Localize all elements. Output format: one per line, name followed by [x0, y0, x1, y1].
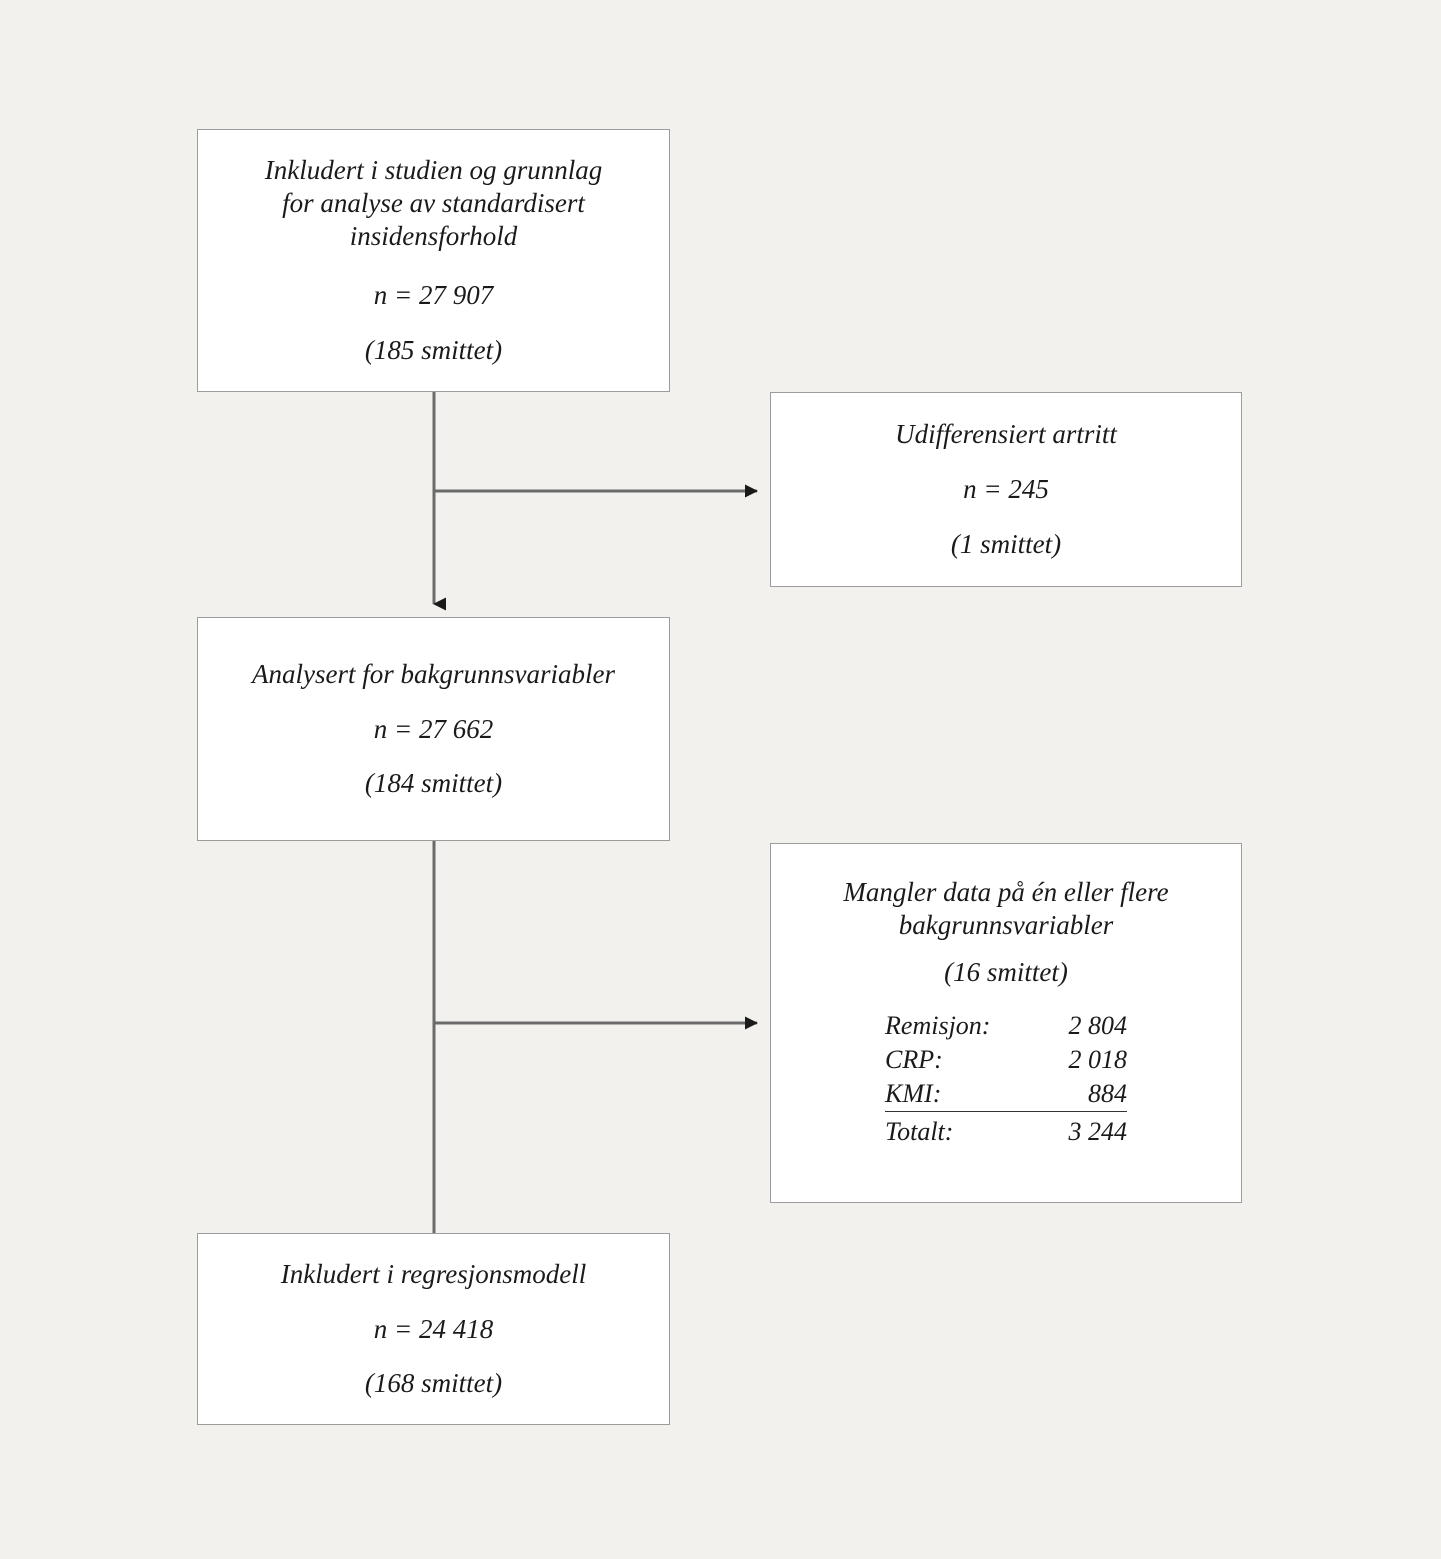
node-included-regression-model: Inkludert i regresjonsmodell n = 24 418 … — [197, 1233, 670, 1425]
table-row: Remisjon: 2 804 — [885, 1009, 1127, 1043]
missing-total-label: Totalt: — [885, 1110, 1069, 1149]
node-analysed-background-variables: Analysert for bakgrunnsvariabler n = 27 … — [197, 617, 670, 841]
missing-row-label: CRP: — [885, 1044, 943, 1074]
node-missing-data: Mangler data på én eller flere bakgrunns… — [770, 843, 1242, 1203]
missing-row-value: 884 — [1087, 1078, 1127, 1108]
node-included-infected: (185 smittet) — [364, 334, 503, 365]
missing-row-value: 2 804 — [1068, 1010, 1127, 1040]
missing-total-value: 3 244 — [1068, 1110, 1127, 1149]
node-undifferentiated-infected: (1 smittet) — [950, 528, 1062, 559]
node-analysed-n: n = 27 662 — [373, 713, 494, 744]
node-missing-title: Mangler data på én eller flere bakgrunns… — [843, 877, 1169, 940]
node-undifferentiated-arthritis: Udifferensiert artritt n = 245 (1 smitte… — [770, 392, 1242, 587]
node-analysed-title: Analysert for bakgrunnsvariabler — [252, 658, 615, 689]
node-regression-title: Inkludert i regresjonsmodell — [280, 1258, 587, 1289]
node-included-in-study: Inkludert i studien og grunnlag for anal… — [197, 129, 670, 392]
node-regression-n: n = 24 418 — [373, 1313, 494, 1344]
node-undifferentiated-title: Udifferensiert artritt — [895, 419, 1117, 450]
missing-data-table: Remisjon: 2 804 CRP: 2 018 KMI: 884 Tota… — [885, 1009, 1127, 1149]
node-missing-infected: (16 smittet) — [944, 956, 1068, 987]
node-included-title: Inkludert i studien og grunnlag for anal… — [264, 155, 603, 252]
table-row: CRP: 2 018 — [885, 1043, 1127, 1077]
node-analysed-infected: (184 smittet) — [364, 768, 503, 799]
node-regression-infected: (168 smittet) — [364, 1368, 503, 1399]
node-undifferentiated-n: n = 245 — [963, 474, 1049, 505]
missing-row-value: 2 018 — [1068, 1044, 1127, 1074]
table-row-total: Totalt: 3 244 — [885, 1110, 1127, 1149]
missing-row-label: KMI: — [885, 1078, 942, 1108]
node-included-n: n = 27 907 — [373, 279, 494, 310]
missing-row-label: Remisjon: — [885, 1010, 991, 1040]
table-row: KMI: 884 — [885, 1077, 1127, 1112]
